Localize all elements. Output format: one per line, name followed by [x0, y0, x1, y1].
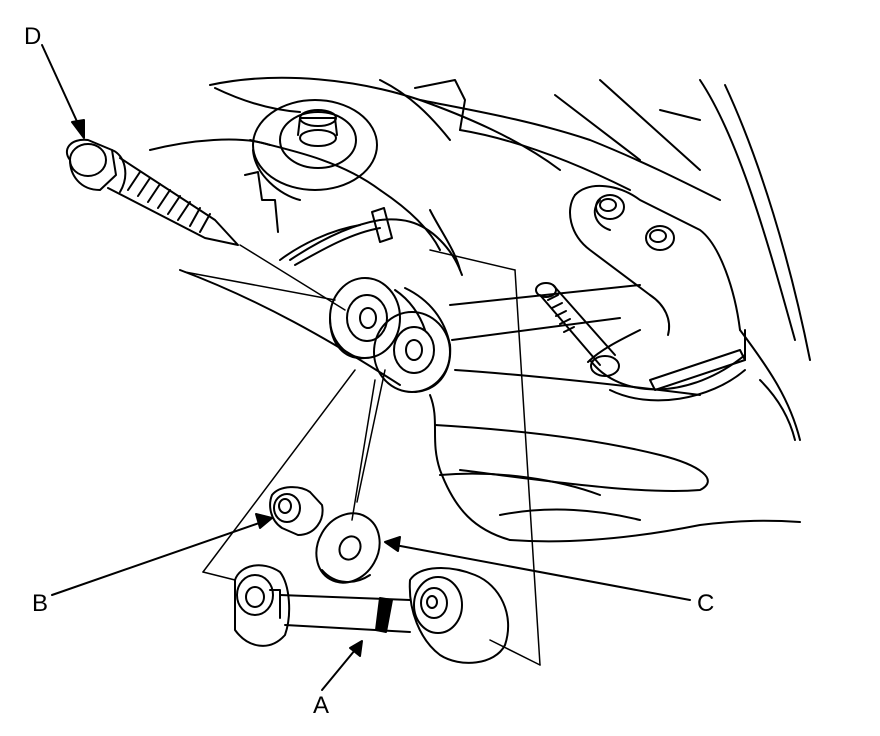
- subframe-body: [149, 76, 811, 441]
- arrowhead-d: [71, 119, 85, 139]
- callout-a: A: [313, 692, 330, 719]
- wire-harness: [289, 207, 463, 276]
- leader-a: [321, 649, 356, 691]
- leader-c: [394, 544, 691, 601]
- lower-frame: [179, 269, 801, 543]
- washer-c: [315, 512, 381, 584]
- arrowhead-a: [349, 640, 363, 657]
- arm-mount-upper: [329, 277, 401, 360]
- leader-arrows: [41, 44, 691, 691]
- lower-arm-a: [234, 564, 510, 664]
- arm-mount-lower: [373, 287, 452, 393]
- callout-c: C: [697, 590, 715, 617]
- knuckle-bracket: [569, 184, 746, 402]
- leader-b: [51, 521, 263, 596]
- upper-mount-boss: [244, 99, 378, 233]
- leader-d: [41, 44, 81, 129]
- callout-d: D: [24, 23, 42, 50]
- explode-guides: [184, 244, 541, 666]
- callout-b: B: [32, 590, 49, 617]
- arrowhead-c: [384, 536, 401, 552]
- flange-nut-b: [269, 486, 324, 536]
- arrowhead-b: [255, 513, 273, 529]
- installed-link-rod: [449, 284, 641, 341]
- knuckle-stud: [535, 282, 620, 377]
- flange-bolt-d: [65, 138, 239, 246]
